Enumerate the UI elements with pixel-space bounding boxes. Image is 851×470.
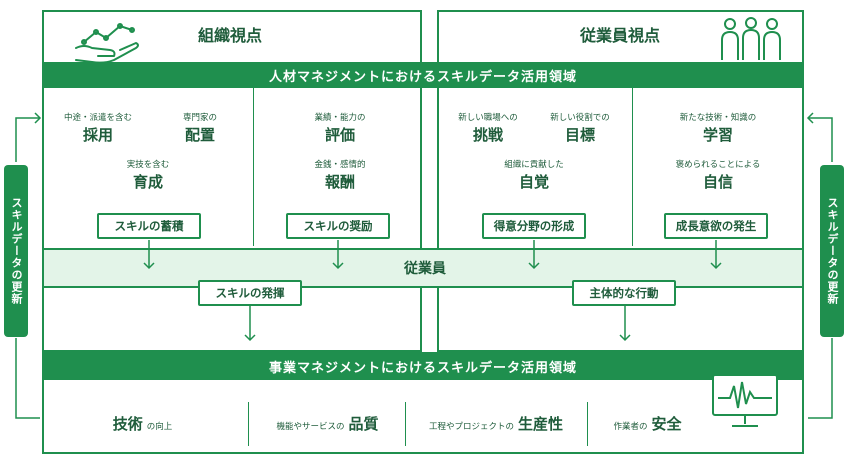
productivity-caption: 工程やプロジェクトの <box>428 422 514 432</box>
monitor-icon <box>712 374 778 427</box>
safety-label: 安全 <box>651 415 682 433</box>
people-icon <box>721 17 781 60</box>
productivity-label: 生産性 <box>518 415 564 433</box>
hiring-caption: 中途・派遣を含む <box>63 113 132 123</box>
challenge-caption: 新しい職場への <box>458 113 518 123</box>
expertise-formation-pill: 得意分野の形成 <box>482 213 586 239</box>
skill-encouragement-pill: スキルの奨励 <box>286 213 390 239</box>
learning-caption: 新たな技術・知識の <box>679 113 757 123</box>
hiring-label: 採用 <box>82 126 113 144</box>
column-divider <box>253 88 254 246</box>
technology-label: 技術 <box>112 415 143 433</box>
employee-band <box>42 248 804 288</box>
employee-band-label: 従業員 <box>404 261 446 277</box>
evaluation-label: 評価 <box>324 126 355 144</box>
reward-label: 報酬 <box>324 173 355 191</box>
placement-caption: 専門家の <box>182 113 217 123</box>
service-quality: 機能やサービスの 品質 <box>255 413 400 434</box>
awareness-label: 自覚 <box>518 173 549 191</box>
confidence-label: 自信 <box>702 173 733 191</box>
awareness-caption: 組織に貢献した <box>504 160 564 170</box>
safety-caption: 作業者の <box>613 422 648 432</box>
goal-label: 目標 <box>564 126 595 144</box>
process-productivity: 工程やプロジェクトの 生産性 <box>410 413 582 434</box>
talent-management-band: 人材マネジメントにおけるスキルデータ活用領域 <box>42 62 804 88</box>
business-results-row <box>42 380 804 454</box>
training-label: 育成 <box>132 173 163 191</box>
learning-label: 学習 <box>702 126 733 144</box>
row-divider <box>248 402 249 446</box>
technology-improvement: 技術 の向上 <box>95 413 190 434</box>
training-caption: 実技を含む <box>126 160 170 170</box>
placement-label: 配置 <box>184 126 215 144</box>
confidence-caption: 褒められることによる <box>675 160 761 170</box>
employee-title: 従業員視点 <box>579 26 660 45</box>
row-divider <box>587 402 588 446</box>
skill-accumulation-pill: スキルの蓄積 <box>97 213 201 239</box>
skill-exercise-pill: スキルの発揮 <box>198 280 302 306</box>
worker-safety: 作業者の 安全 <box>595 413 700 434</box>
skill-data-update-right: スキルデータの更新 <box>820 165 844 337</box>
proactive-action-pill: 主体的な行動 <box>572 280 676 306</box>
organization-title: 組織視点 <box>197 26 262 45</box>
challenge-label: 挑戦 <box>472 126 503 144</box>
goal-caption: 新しい役割での <box>550 113 610 123</box>
reward-caption: 金銭・感情的 <box>314 160 366 170</box>
quality-caption: 機能やサービスの <box>276 422 345 432</box>
evaluation-caption: 業績・能力の <box>314 113 366 123</box>
skill-data-update-left: スキルデータの更新 <box>4 165 28 337</box>
quality-label: 品質 <box>348 415 379 433</box>
column-divider <box>632 88 633 246</box>
row-divider <box>405 402 406 446</box>
growth-motivation-pill: 成長意欲の発生 <box>664 213 768 239</box>
improvement-caption: の向上 <box>146 422 173 432</box>
business-management-band: 事業マネジメントにおけるスキルデータ活用領域 <box>42 352 804 380</box>
